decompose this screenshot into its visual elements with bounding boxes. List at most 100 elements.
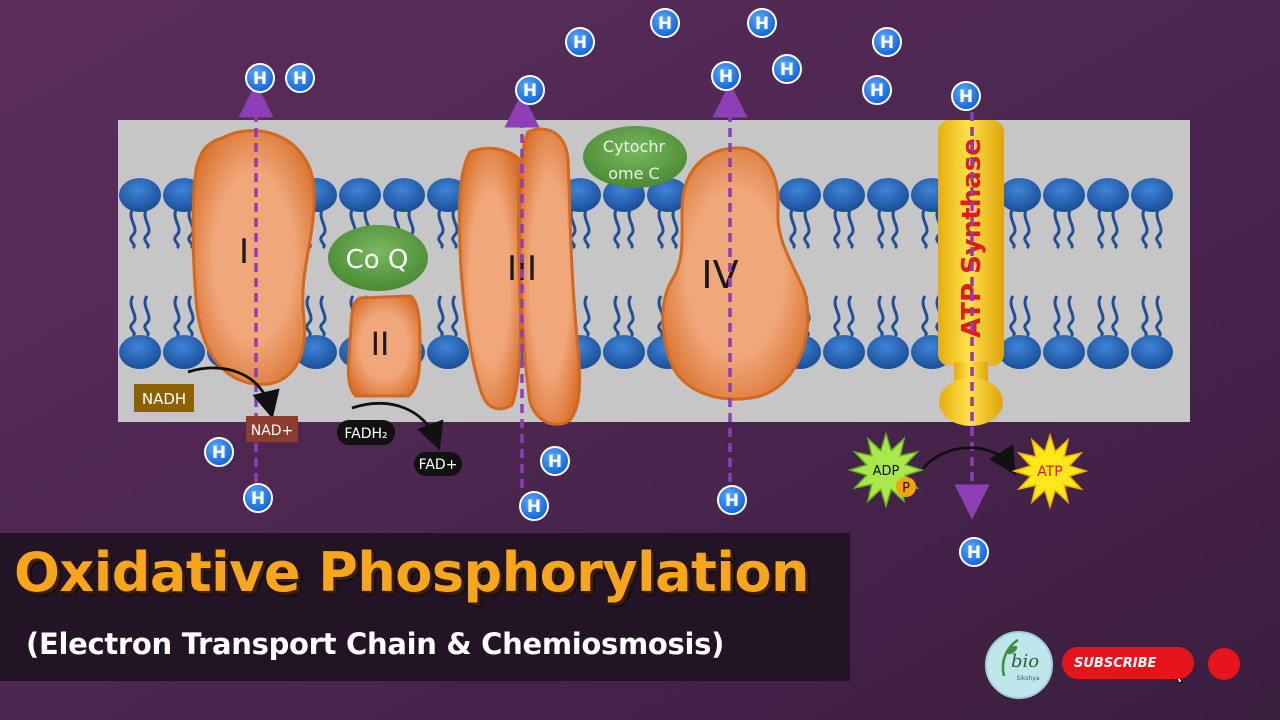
phospholipid-head — [823, 178, 865, 212]
phospholipid-head — [867, 335, 909, 369]
phospholipid-tail — [921, 295, 929, 338]
proton-circle — [540, 446, 570, 476]
proton-circle — [717, 485, 747, 515]
notification-bell-button[interactable] — [1208, 648, 1240, 680]
logo-subtext: Sikshya — [1016, 675, 1039, 682]
phospholipid-tail — [891, 207, 899, 250]
atp-molecule: ATP — [1011, 432, 1089, 510]
coenzyme-q: Co Q — [328, 225, 428, 291]
proton-label: H — [573, 33, 587, 53]
proton-circle — [243, 483, 273, 513]
phospholipid-tail — [143, 207, 151, 250]
phospholipid-tail — [1111, 207, 1119, 250]
phospholipid-tail — [319, 207, 327, 250]
phospholipid-tail — [789, 207, 797, 250]
reaction-arrows — [187, 366, 1016, 476]
proton-label: H — [725, 491, 739, 511]
proton-circle — [862, 75, 892, 105]
logo-text: bio — [1011, 651, 1039, 672]
phospholipid-tail — [187, 295, 195, 338]
phospholipid-head — [999, 178, 1041, 212]
phosphate-label: P — [902, 481, 910, 496]
cytochrome-c: Cytochr ome C — [583, 126, 687, 188]
adp-atp-arrow — [920, 444, 1016, 476]
proton-label: H — [293, 69, 307, 89]
phospholipid-tail — [921, 207, 929, 250]
proton-circle — [711, 61, 741, 91]
proton-label: H — [880, 33, 894, 53]
phospholipid-tail — [451, 207, 459, 250]
phospholipid-tail — [129, 207, 137, 250]
phospholipid-tail — [877, 207, 885, 250]
proton-circle — [959, 537, 989, 567]
phospholipid-tail — [1009, 295, 1017, 338]
phospholipid-tail — [1009, 207, 1017, 250]
proton-label: H — [870, 81, 884, 101]
phospholipid-head — [119, 335, 161, 369]
phospholipid-tail — [173, 207, 181, 250]
phospholipid-tail — [583, 295, 591, 338]
phospholipid-tail — [613, 207, 621, 250]
atp-synthase: ATP Synthase — [938, 120, 1004, 426]
proton-label: H — [548, 452, 562, 472]
phospholipid-tail — [613, 295, 621, 338]
phospholipid-head — [1131, 335, 1173, 369]
nadh-molecule: NADH — [134, 384, 194, 412]
complex-2-label: II — [371, 325, 390, 363]
complex-4-label: IV — [701, 253, 738, 297]
channel-logo[interactable]: bio Sikshya — [985, 631, 1053, 699]
proton-label: H — [780, 60, 794, 80]
phospholipid-head — [867, 178, 909, 212]
adp-label: ADP — [873, 464, 900, 479]
phospholipid-head — [383, 178, 425, 212]
phospholipid-tail — [627, 207, 635, 250]
complex-1-label: I — [239, 232, 249, 272]
phospholipid-tail — [1111, 295, 1119, 338]
phospholipid-tail — [657, 207, 665, 250]
complex-3: III — [457, 127, 582, 426]
complex-2: II — [346, 294, 422, 398]
page-title: Oxidative Phosphorylation — [14, 541, 809, 604]
phospholipid-tail — [833, 295, 841, 338]
proton-label: H — [967, 543, 981, 563]
phospholipid-head — [1043, 335, 1085, 369]
proton-label: H — [523, 81, 537, 101]
phospholipid-tail — [1141, 295, 1149, 338]
proton-label: H — [755, 14, 769, 34]
phospholipid-head — [999, 335, 1041, 369]
subscribe-button[interactable]: SUBSCRIBE — [1062, 647, 1194, 679]
phospholipid-head — [1087, 335, 1129, 369]
fadh2-molecule: FADH₂ — [337, 420, 395, 445]
phospholipid-head — [1131, 178, 1173, 212]
nadh-arrow — [187, 366, 280, 419]
phospholipid-tail — [437, 207, 445, 250]
phosphate-circle — [896, 477, 916, 497]
phospholipid-tail — [129, 295, 137, 338]
phospholipid-tail — [437, 295, 445, 338]
phospholipid-tail — [671, 207, 679, 250]
proton-circle — [519, 491, 549, 521]
phospholipid-tail — [1097, 207, 1105, 250]
fad-plus-molecule: FAD+ — [414, 452, 462, 476]
phospholipid-tail — [1067, 295, 1075, 338]
phospholipid-tail — [1097, 295, 1105, 338]
phospholipid-tail — [1067, 207, 1075, 250]
phospholipid-head — [779, 178, 821, 212]
phospholipid-tail — [847, 207, 855, 250]
phospholipid-tail — [1053, 295, 1061, 338]
phospholipid-head — [1043, 178, 1085, 212]
proton-circle — [951, 81, 981, 111]
proton-label: H — [253, 69, 267, 89]
phospholipid-head — [339, 178, 381, 212]
fadh2-arrow — [351, 401, 444, 451]
proton-label: H — [658, 14, 672, 34]
phospholipid-tail — [847, 295, 855, 338]
phospholipid-tail — [1023, 295, 1031, 338]
phospholipid-tail — [657, 295, 665, 338]
phospholipid-tail — [451, 295, 459, 338]
phospholipid-head — [119, 178, 161, 212]
proton-label: H — [212, 443, 226, 463]
proton-circle — [565, 27, 595, 57]
